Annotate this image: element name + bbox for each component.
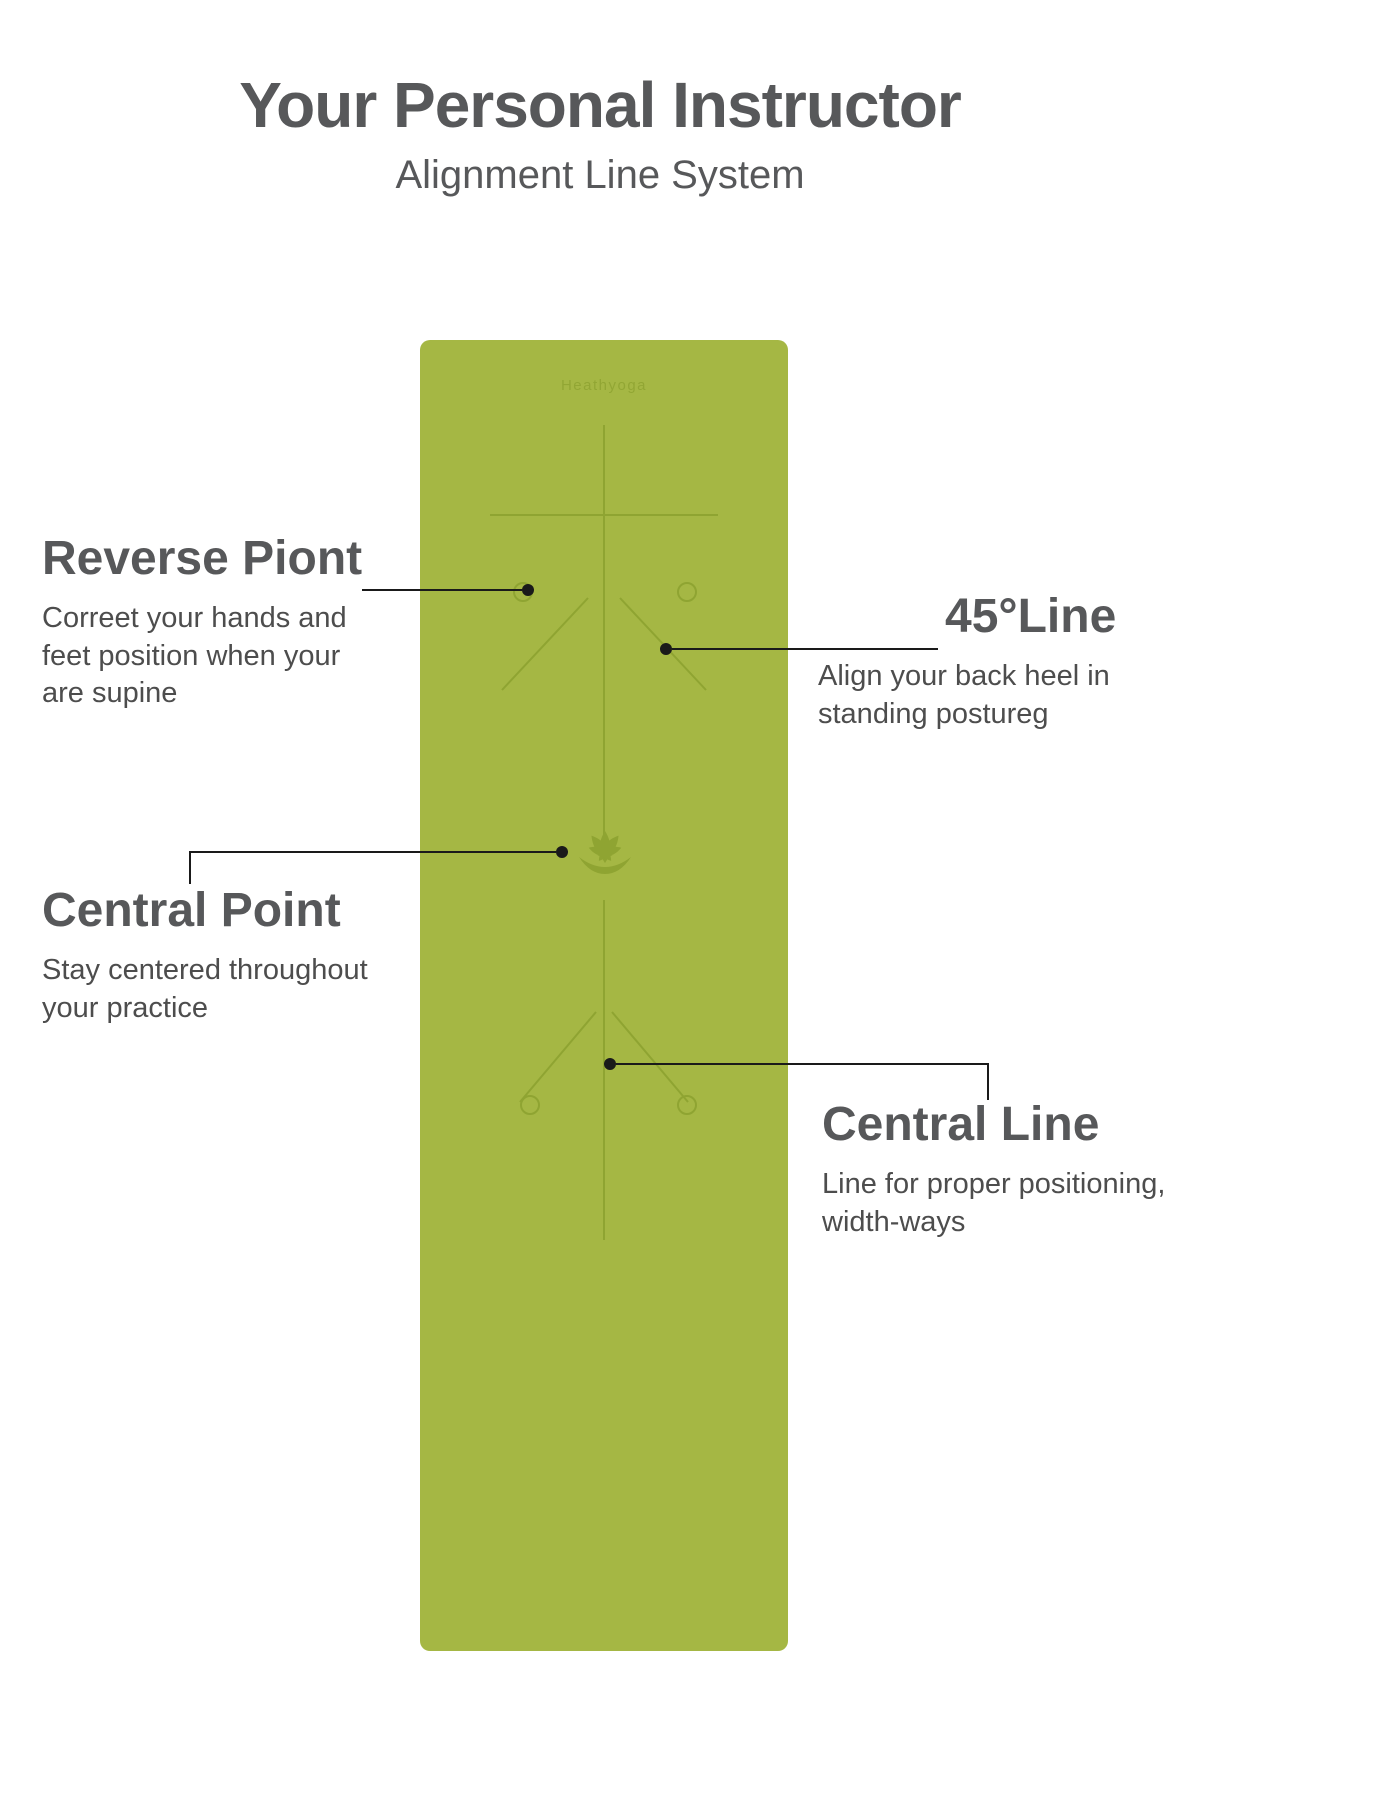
lotus-icon: [579, 831, 631, 874]
callout-central-point-heading: Central Point: [42, 884, 341, 937]
45-line-upper-right: [619, 597, 707, 691]
45-line-lower-right: [611, 1011, 689, 1103]
45-line-lower-left: [519, 1011, 597, 1103]
reverse-point-marker-left: [513, 582, 533, 602]
page-title: Your Personal Instructor: [239, 69, 962, 141]
alignment-lines: [490, 425, 718, 1240]
mat-brand-logo: Heathyoga: [561, 377, 647, 394]
callout-central-line: Central Line Line for proper positioning…: [822, 1098, 1166, 1241]
reverse-point-marker-bottom-right: [677, 1095, 697, 1115]
callout-reverse-point-heading: Reverse Piont: [42, 532, 363, 585]
callout-45-line-body: Align your back heel in standing posture…: [818, 660, 1110, 730]
callout-reverse-point: Reverse Piont Correet your hands and fee…: [42, 532, 363, 712]
yoga-mat: Heathyoga: [420, 340, 788, 1651]
callout-45-line: 45°Line Align your back heel in standing…: [818, 590, 1117, 733]
callout-central-point-body: Stay centered throughout your practice: [42, 954, 368, 1024]
page-subtitle: Alignment Line System: [395, 153, 805, 198]
45-line-upper-left: [501, 597, 589, 691]
mat-markings: Heathyoga: [490, 377, 718, 1240]
callout-central-line-heading: Central Line: [822, 1098, 1100, 1151]
callout-45-line-heading: 45°Line: [945, 590, 1117, 643]
reverse-point-marker-right: [677, 582, 697, 602]
callout-central-line-body: Line for proper positioning, width-ways: [822, 1168, 1166, 1238]
callout-reverse-point-body: Correet your hands and feet position whe…: [42, 602, 347, 709]
reverse-point-marker-bottom-left: [520, 1095, 540, 1115]
callout-central-point: Central Point Stay centered throughout y…: [42, 884, 368, 1027]
header: Your Personal Instructor Alignment Line …: [0, 69, 1200, 198]
